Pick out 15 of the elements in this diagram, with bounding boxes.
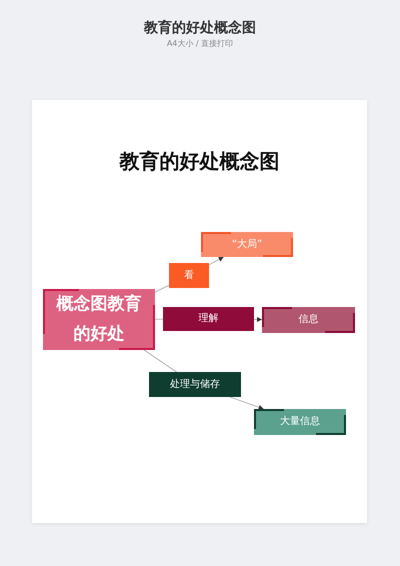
connector-line [254, 316, 262, 322]
concept-box: 看 [169, 263, 209, 288]
connector-line [154, 284, 170, 293]
diagram-title: 教育的好处概念图 [118, 148, 280, 175]
concept-box: 处理与储存 [149, 372, 241, 397]
connector-line [208, 256, 224, 266]
header-subtitle: A4大小 / 直接打印 [166, 38, 234, 49]
concept-box: 概念图教育的好处 [43, 289, 155, 350]
concept-box: 信息 [262, 307, 355, 333]
header-title: 教育的好处概念图 [142, 19, 257, 37]
concept-box: 大量信息 [254, 409, 346, 435]
connector-line [230, 396, 264, 410]
connector-line [144, 350, 177, 372]
concept-box: 理解 [163, 307, 254, 331]
concept-box: “大局” [201, 232, 293, 257]
